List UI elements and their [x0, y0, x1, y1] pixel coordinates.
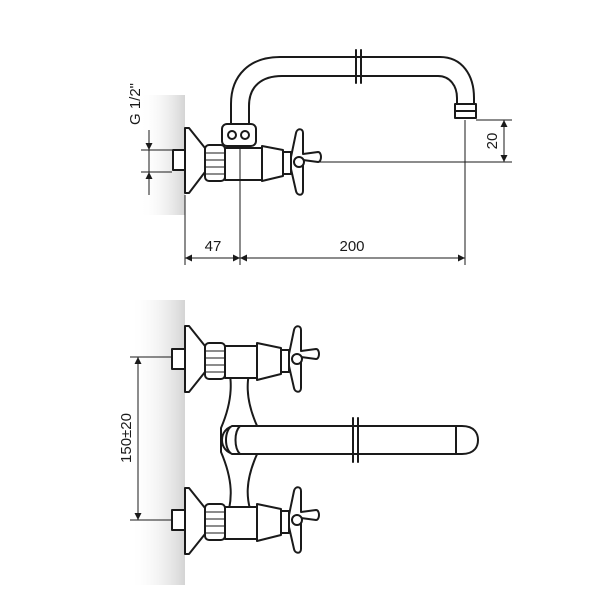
lower-valve-bonnet: [256, 503, 282, 542]
wall-depth-label: 47: [205, 238, 222, 255]
wall-flange: [184, 127, 206, 194]
upper-handle-hub: [291, 353, 303, 365]
upper-wall-nipple: [171, 348, 186, 370]
spout-front: [221, 425, 479, 455]
handle-hub: [293, 156, 305, 168]
swivel-nut-screw: [227, 130, 237, 140]
cross-handle: [290, 128, 322, 196]
centers-label: 150±20: [118, 413, 135, 463]
wall-nipple: [172, 149, 186, 171]
valve-bonnet: [261, 145, 284, 182]
spout-outer: [230, 56, 475, 125]
lower-flange: [184, 487, 206, 555]
upper-flange: [184, 325, 206, 393]
upper-valve-body: [224, 345, 258, 379]
upper-valve-bonnet: [256, 342, 282, 381]
lower-wall-nipple: [171, 509, 186, 531]
valve-spindle: [282, 151, 292, 175]
valve-body: [224, 147, 263, 181]
swivel-nut-screw: [240, 130, 250, 140]
upper-valve-spindle: [280, 349, 290, 373]
side-view-dimensions: G 1/2" 20 47 200: [127, 83, 512, 265]
front-view: [171, 325, 479, 555]
upper-hex-nut: [204, 342, 226, 380]
offset-height-label: 20: [484, 133, 501, 150]
front-view-dimensions: 150±20: [118, 356, 172, 521]
swivel-nut: [221, 123, 257, 147]
upper-cross-handle: [288, 325, 320, 393]
lower-cross-handle: [288, 486, 320, 554]
spout-reach-label: 200: [339, 238, 364, 255]
spout-front-collar: [225, 425, 241, 455]
lower-handle-hub: [291, 514, 303, 526]
lower-valve-spindle: [280, 510, 290, 534]
side-view: [172, 49, 477, 196]
lower-valve-body: [224, 506, 258, 540]
lower-hex-nut: [204, 503, 226, 541]
spout-inner: [248, 75, 458, 125]
thread-size-label: G 1/2": [127, 83, 144, 125]
hex-nut: [204, 144, 226, 182]
